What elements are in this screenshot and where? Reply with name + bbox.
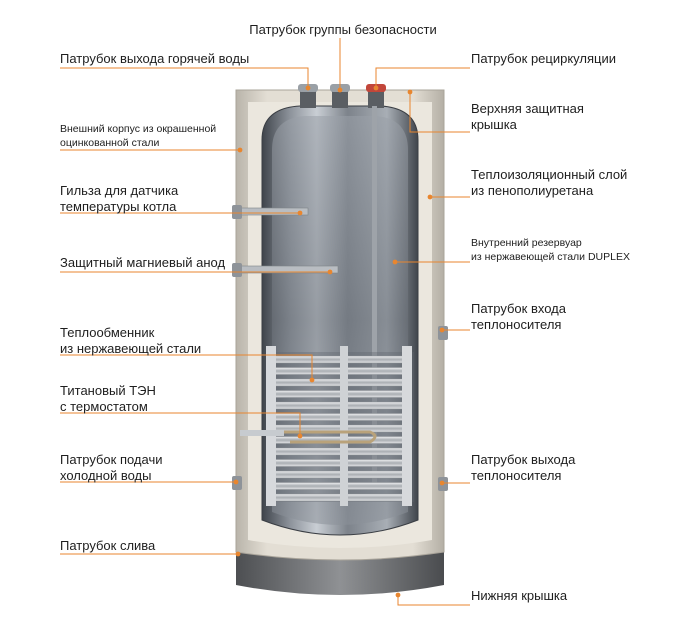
leader-line <box>409 92 470 133</box>
leader-line <box>60 412 301 436</box>
leader-dot <box>305 85 311 91</box>
coil-turn <box>267 413 411 421</box>
leader-dot <box>237 147 243 153</box>
coil-turn <box>267 390 411 398</box>
label-inner-tank: Внутренний резервуар из нержавеющей стал… <box>471 237 630 263</box>
leader-dot <box>337 87 343 93</box>
sensor-sleeve-shape <box>237 207 309 216</box>
label-hot-water-outlet: Патрубок выхода горячей воды <box>60 51 250 66</box>
label-heat-exchanger: Теплообменник из нержавеющей стали <box>60 325 202 356</box>
leader-dot <box>439 327 445 333</box>
label-coolant-inlet: Патрубок входа теплоносителя <box>471 301 566 332</box>
leader-line <box>60 67 309 88</box>
label-top-cover: Верхняя защитная крышка <box>471 101 584 132</box>
label-insulation: Теплоизоляционный слой из пенополиуретан… <box>471 167 628 198</box>
leader-dot <box>233 479 239 485</box>
leader-dot <box>327 269 333 275</box>
leader-dot <box>395 592 401 598</box>
coil-turn <box>267 470 411 479</box>
coil-turn <box>267 482 411 490</box>
leader-dot <box>439 480 445 486</box>
label-cold-water-inlet: Патрубок подачи холодной воды <box>60 452 163 483</box>
heat-exchanger-coil <box>266 346 414 506</box>
coil-turn <box>267 447 411 456</box>
label-sensor-sleeve: Гильза для датчика температуры котла <box>60 183 179 214</box>
label-coolant-outlet: Патрубок выхода теплоносителя <box>471 452 576 483</box>
bottom-cover-shape <box>236 548 444 595</box>
leader-dot <box>235 551 241 557</box>
label-drain: Патрубок слива <box>60 538 156 553</box>
coil-turn <box>267 367 411 375</box>
leader-dot <box>392 259 398 265</box>
leader-line <box>397 595 470 606</box>
recirculation-pipe <box>372 106 377 486</box>
coil-turn <box>267 493 411 502</box>
label-outer-shell: Внешний корпус из окрашенной оцинкованно… <box>60 123 217 149</box>
leader-dot <box>427 194 433 200</box>
coil-turn <box>267 378 411 387</box>
label-titanium-heater: Титановый ТЭН с термостатом <box>60 383 156 414</box>
coil-turn <box>267 355 411 364</box>
side-fittings <box>232 205 448 491</box>
leader-line <box>375 67 470 88</box>
label-bottom-cover: Нижняя крышка <box>471 588 568 603</box>
label-recirculation: Патрубок рециркуляции <box>471 51 616 66</box>
leader-dot <box>309 377 315 383</box>
label-safety-group: Патрубок группы безопасности <box>249 22 437 37</box>
leader-dot <box>297 210 303 216</box>
top-nozzles <box>298 84 386 108</box>
titanium-heater-shape <box>240 430 377 444</box>
leader-dot <box>407 89 413 95</box>
coil-turn <box>267 401 411 410</box>
coil-turn <box>267 459 411 467</box>
leader-dot <box>373 85 379 91</box>
leader-line <box>60 354 313 380</box>
leader-dot <box>297 433 303 439</box>
label-magnesium-anode: Защитный магниевый анод <box>60 255 226 270</box>
